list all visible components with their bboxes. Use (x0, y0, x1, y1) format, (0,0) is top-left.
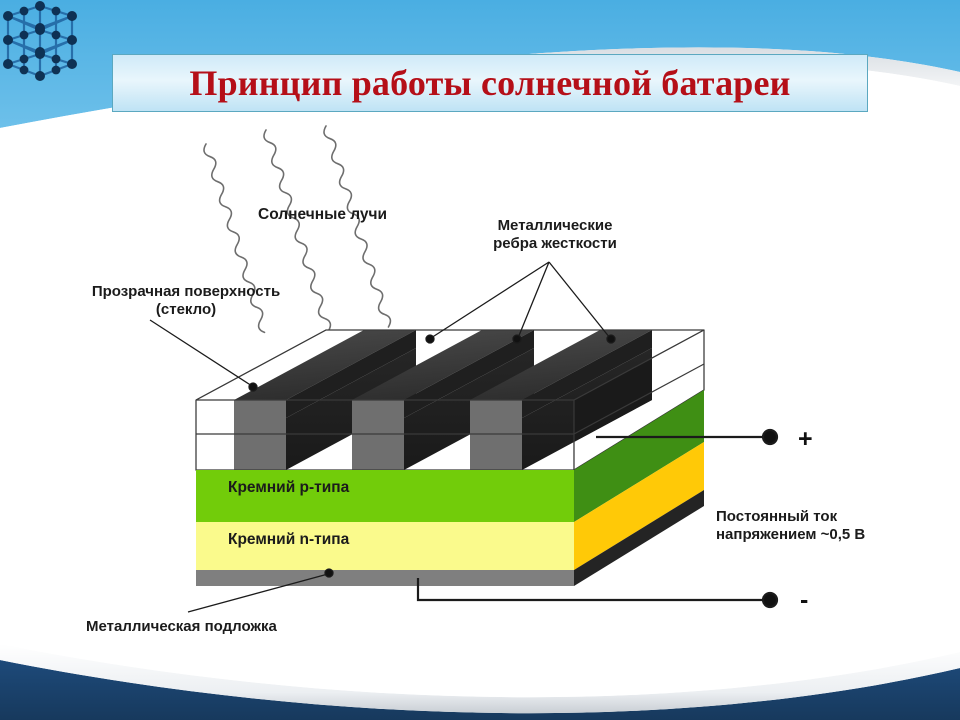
slide-title-plaque: Принцип работы солнечной батареи (112, 54, 868, 112)
layer-silicon-p (196, 390, 704, 522)
crystal-lattice-icon (3, 1, 77, 81)
label-substrate: Металлическая подложка (86, 618, 277, 635)
layer-silicon-n (196, 442, 704, 570)
label-silicon-n: Кремний n-типа (228, 531, 350, 548)
label-metal-ribs: Металлические ребра жесткости (493, 217, 617, 252)
label-glass: Прозрачная поверхность (стекло) (91, 283, 281, 318)
terminal-plus-sign: + (798, 425, 813, 453)
rib-bar (352, 330, 534, 470)
metal-ribs (234, 330, 652, 470)
terminal-minus-sign: - (800, 586, 809, 614)
label-silicon-p: Кремний p-типа (228, 479, 350, 496)
layer-substrate (196, 490, 704, 586)
rib-bar (234, 330, 416, 470)
leader-lines (149, 261, 616, 613)
label-output-current: Постоянный ток напряжением ~0,5 В (716, 508, 866, 543)
label-sun-rays: Солнечные лучи (258, 206, 388, 223)
bottom-banner (0, 628, 960, 720)
output-terminals (416, 428, 779, 609)
page-title: Принцип работы солнечной батареи (189, 63, 791, 103)
sun-rays-icon (203, 125, 392, 334)
